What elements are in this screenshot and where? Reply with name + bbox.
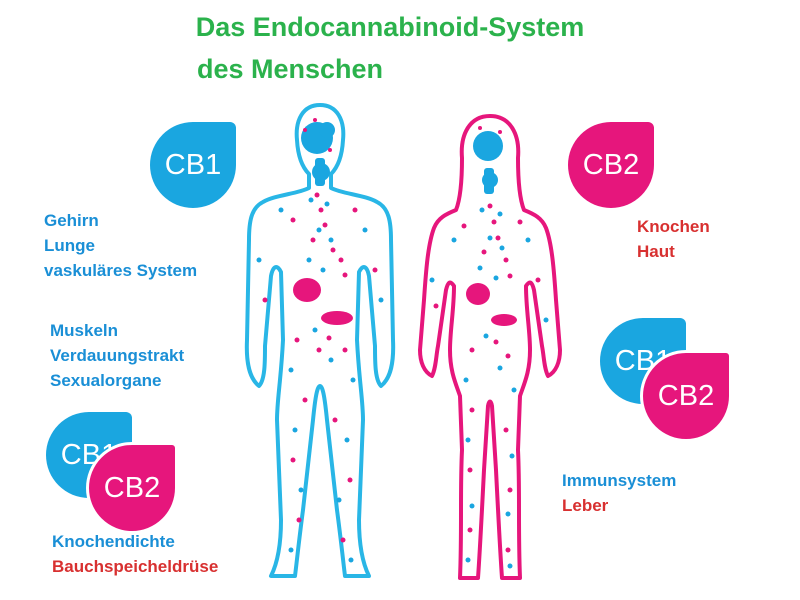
label-haut: Haut	[637, 242, 675, 261]
male-body-outline	[244, 103, 396, 578]
label-gehirn: Gehirn	[44, 211, 99, 230]
label-muskeln: Muskeln	[50, 321, 119, 340]
cb2-badge-right-combo: CB2	[640, 350, 732, 442]
left-label-group-3: Knochendichte Bauchspeicheldrüse	[52, 529, 218, 579]
male-pancreas-icon	[321, 311, 353, 325]
male-liver-icon	[293, 278, 321, 302]
label-immunsystem: Immunsystem	[562, 471, 677, 490]
label-sexualorgane: Sexualorgane	[50, 371, 162, 390]
label-knochendichte: Knochendichte	[52, 532, 175, 551]
cb1-badge-top-left: CB1	[150, 122, 236, 208]
right-label-group-1: Knochen Haut	[637, 214, 710, 264]
label-bauchspeicheldruese: Bauchspeicheldrüse	[52, 557, 219, 576]
left-label-group-1: Gehirn Lunge vaskuläres System	[44, 208, 197, 283]
female-body-figure	[418, 114, 562, 580]
label-vaskulaeres-system: vaskuläres System	[44, 261, 198, 280]
female-brain-icon	[473, 131, 503, 161]
cb2-badge-top-right: CB2	[568, 122, 654, 208]
label-verdauungstrakt: Verdauungstrakt	[50, 346, 185, 365]
title-line-2: des Menschen	[196, 54, 384, 84]
female-organs	[429, 126, 549, 569]
label-leber: Leber	[562, 496, 609, 515]
title-line-1: Das Endocannabinoid-System	[195, 12, 585, 42]
female-liver-icon	[466, 283, 490, 305]
left-label-group-2: Muskeln Verdauungstrakt Sexualorgane	[50, 318, 184, 393]
female-pancreas-icon	[491, 314, 517, 326]
cb2-badge-left-combo: CB2	[86, 442, 178, 534]
male-body-figure	[244, 103, 396, 578]
label-lunge: Lunge	[44, 236, 95, 255]
right-label-group-2: Immunsystem Leber	[562, 468, 676, 518]
female-body-outline	[418, 114, 562, 580]
male-organs	[256, 118, 384, 563]
label-knochen: Knochen	[637, 217, 710, 236]
